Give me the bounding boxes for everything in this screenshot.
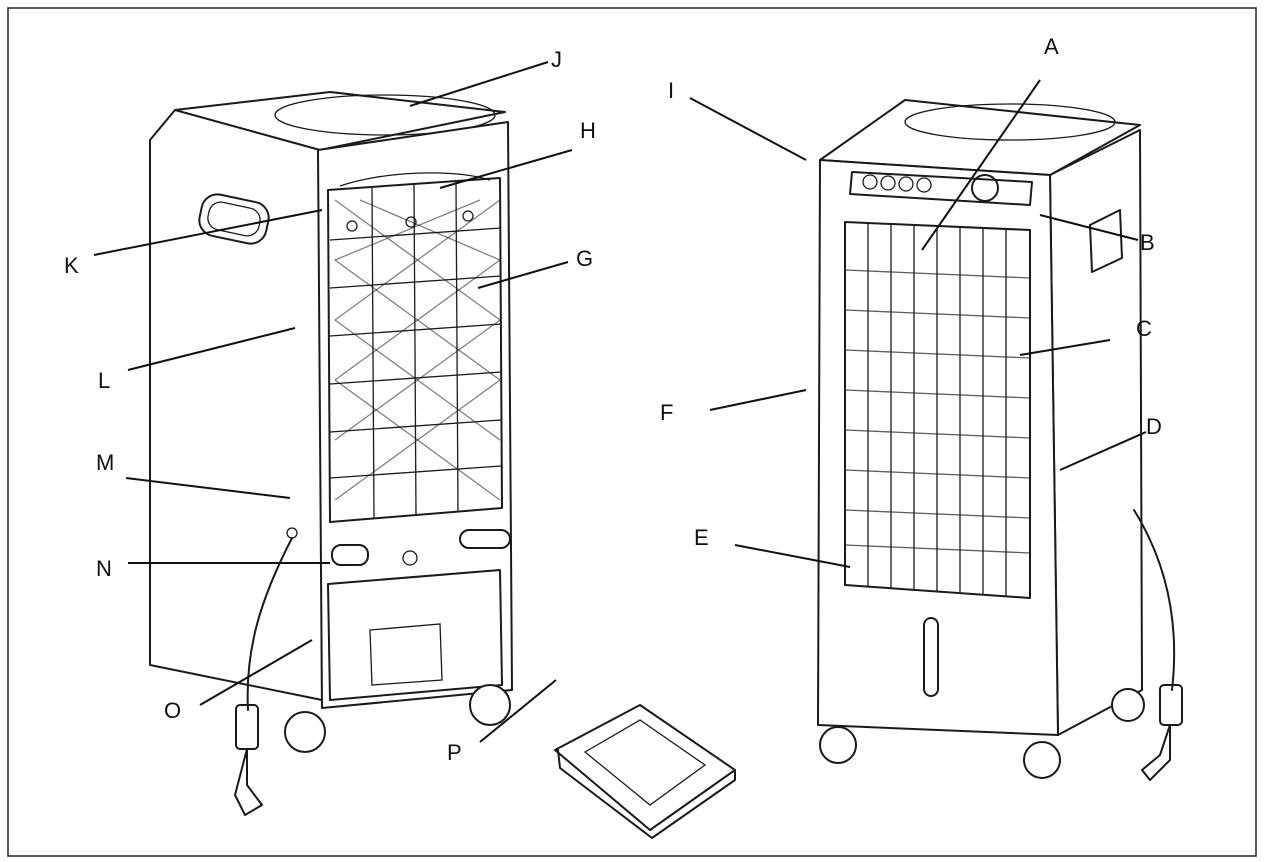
part-labels: J H K G L M N O P I A B C F D E [64, 34, 1162, 765]
leader-H [439, 149, 573, 189]
water-tank [327, 569, 503, 701]
label-N: N [96, 556, 112, 581]
label-K: K [64, 253, 79, 278]
control-knob [971, 174, 999, 202]
wheel [284, 711, 326, 753]
leader-P [479, 679, 557, 743]
leader-lines [93, 61, 1147, 743]
leader-J [409, 61, 549, 107]
drain-valve [402, 550, 418, 566]
label-A: A [1044, 34, 1059, 59]
leader-K [93, 209, 323, 256]
leader-M [125, 477, 291, 499]
label-D: D [1146, 414, 1162, 439]
horizontal-louvres [844, 269, 1031, 554]
louvre-grille [844, 221, 1031, 599]
cord-coil [1159, 684, 1183, 726]
cooling-pad [334, 199, 501, 501]
label-J: J [551, 47, 562, 72]
power-cord [246, 537, 293, 711]
top-water-lid [274, 94, 496, 136]
side-handle [198, 193, 270, 245]
wheel [1023, 741, 1061, 779]
rear-unit-top [174, 91, 506, 151]
rear-knob [459, 529, 511, 549]
label-C: C [1136, 316, 1152, 341]
label-H: H [580, 118, 596, 143]
leader-L [127, 327, 296, 371]
screw-icon [346, 220, 358, 232]
filter-top-cover [339, 172, 491, 187]
label-F: F [660, 400, 673, 425]
leader-G [477, 261, 569, 289]
drain-plug [331, 544, 369, 566]
leader-C [1019, 339, 1111, 356]
water-level-indicator [923, 617, 939, 697]
water-tank-window [369, 623, 443, 686]
front-unit [817, 99, 1183, 781]
front-unit-face [817, 159, 1059, 736]
side-handle-inner [207, 201, 261, 237]
leader-I [689, 97, 807, 161]
diagram-frame [7, 7, 1257, 857]
screw-icon [462, 210, 474, 222]
button-icon [916, 177, 932, 193]
filter-frame [327, 177, 503, 523]
label-I: I [668, 78, 674, 103]
side-handle [1089, 209, 1123, 273]
wheel [469, 684, 511, 726]
plug-icon [1141, 724, 1171, 781]
leader-F [709, 389, 807, 411]
rear-unit [149, 91, 513, 816]
leader-B [1039, 214, 1139, 241]
label-B: B [1140, 230, 1155, 255]
screw-icon [405, 216, 417, 228]
label-P: P [447, 740, 462, 765]
ice-pack [554, 704, 736, 839]
label-G: G [576, 246, 593, 271]
ice-pack-side [557, 749, 736, 839]
cord-outlet [286, 527, 298, 539]
label-L: L [98, 368, 110, 393]
filter-grid [329, 181, 502, 520]
leader-O [199, 639, 313, 706]
label-O: O [164, 698, 181, 723]
ice-pack-panel [583, 719, 707, 806]
button-icon [880, 175, 896, 191]
button-icon [862, 174, 878, 190]
plug-icon [234, 748, 263, 816]
leader-D [1059, 431, 1147, 471]
top-water-lid [904, 103, 1116, 141]
button-icon [898, 176, 914, 192]
vertical-louvres [867, 224, 1007, 596]
wheel [1111, 688, 1145, 722]
label-M: M [96, 450, 114, 475]
power-cord [1133, 509, 1176, 691]
wheel [819, 726, 857, 764]
cord-coil [235, 704, 259, 750]
leader-A [921, 79, 1041, 251]
leader-E [734, 544, 851, 568]
label-E: E [694, 525, 709, 550]
